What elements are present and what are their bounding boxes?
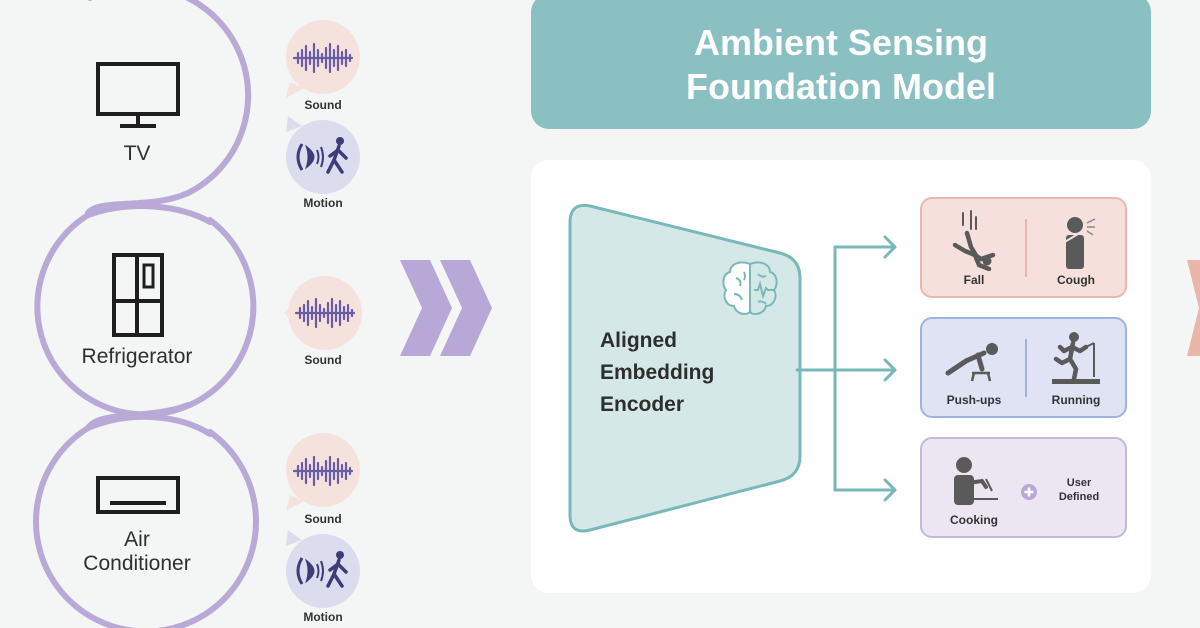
user-defined-line2: Defined — [1058, 491, 1100, 503]
arrowhead-middle — [883, 358, 897, 382]
signal-bubble-motion — [284, 530, 362, 608]
motion-sensor-icon — [296, 551, 348, 588]
refrigerator-icon — [112, 253, 164, 337]
cough-icon — [1062, 217, 1096, 269]
running-icon — [1052, 332, 1100, 384]
motion-sensor-icon — [296, 137, 348, 174]
brain-icon — [722, 261, 778, 315]
task-cough: Cough — [1036, 209, 1116, 287]
task-running: Running — [1036, 329, 1116, 407]
signal-label-sound: Sound — [304, 512, 342, 526]
user-defined-label: User Defined — [1044, 476, 1114, 504]
arrowhead-bottom — [883, 478, 897, 502]
task-label: Running — [1051, 393, 1101, 407]
encoder-label-line1: Aligned — [600, 329, 677, 352]
encoder-label-line3: Encoder — [600, 393, 685, 416]
card-divider — [1025, 339, 1027, 397]
device-label-line2: Conditioner — [83, 552, 191, 575]
sound-wave-icon — [294, 297, 356, 329]
push-ups-icon — [945, 343, 998, 382]
cooking-icon — [954, 457, 998, 505]
signal-label-motion: Motion — [303, 610, 343, 624]
device-label-refrigerator: Refrigerator — [81, 345, 193, 368]
task-label: Cough — [1057, 273, 1095, 287]
device-label-line1: Air — [124, 528, 150, 551]
user-defined-line1: User — [1066, 477, 1092, 489]
signal-bubble-sound — [284, 433, 362, 511]
sound-wave-icon — [292, 455, 354, 487]
signal-bubble-motion — [284, 116, 362, 194]
signal-label-motion: Motion — [303, 196, 343, 210]
encoder-label: Aligned Embedding Encoder — [600, 325, 780, 421]
signal-bubble-sound — [284, 275, 362, 353]
tv-icon — [96, 62, 180, 128]
air-conditioner-icon — [96, 476, 180, 514]
title-line1: Ambient Sensing — [693, 21, 989, 63]
task-label: Push-ups — [946, 393, 1002, 407]
double-chevron-arrow-icon — [400, 260, 492, 356]
plus-icon — [1021, 484, 1037, 500]
task-card-exercise: Push-ups Running — [920, 317, 1127, 418]
sound-wave-icon — [292, 42, 354, 74]
output-chevron-arrow-icon — [1187, 260, 1200, 356]
task-fall: Fall — [934, 209, 1014, 287]
encoder-block — [568, 203, 802, 533]
task-label: Cooking — [950, 513, 998, 527]
device-loop-connector — [33, 0, 259, 628]
task-push-ups: Push-ups — [934, 333, 1014, 407]
task-label: Fall — [963, 273, 985, 287]
model-title-banner: Ambient Sensing Foundation Model — [531, 0, 1151, 129]
signal-label-sound: Sound — [304, 98, 342, 112]
fall-icon — [952, 210, 996, 271]
task-card-safety: Fall Cough — [920, 197, 1127, 298]
encoder-output-connectors — [795, 235, 897, 502]
air-conditioner-loop — [33, 425, 259, 628]
title-line2: Foundation Model — [686, 65, 996, 107]
encoder-label-line2: Embedding — [600, 361, 715, 384]
tv-loop — [87, 0, 252, 196]
card-divider — [1025, 219, 1027, 277]
device-label-air-conditioner: Air Conditioner — [37, 528, 237, 576]
arrowhead-top — [883, 235, 897, 259]
task-card-custom: Cooking User Defined — [920, 437, 1127, 538]
task-cooking: Cooking — [934, 453, 1014, 527]
device-label-tv: TV — [123, 142, 151, 165]
signal-bubble-sound — [284, 20, 362, 98]
signal-label-sound: Sound — [304, 353, 342, 367]
